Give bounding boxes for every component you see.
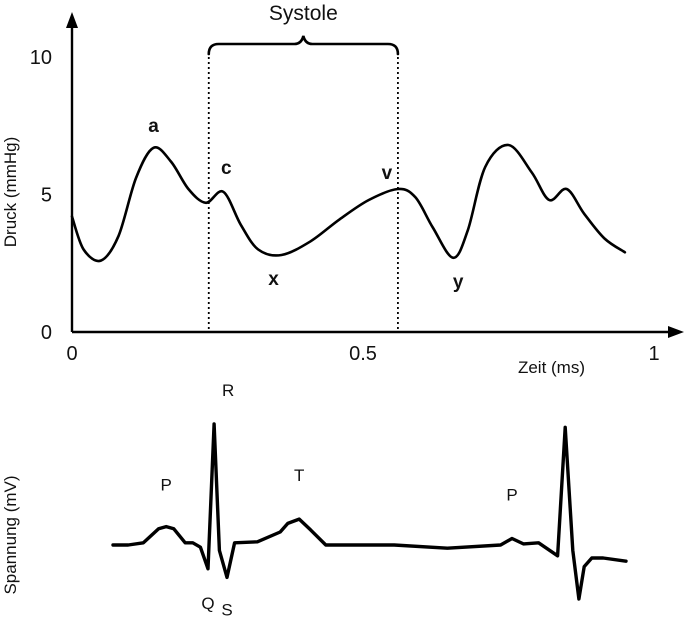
pressure-y-axis-label: Druck (mmHg) xyxy=(1,137,20,248)
ecg-chart: Spannung (mV) P Q R S T P xyxy=(1,381,628,619)
systole-bracket xyxy=(207,35,400,56)
ecg-wave-label-Q: Q xyxy=(201,594,214,613)
ecg-wave-label-P: P xyxy=(161,476,172,495)
ecg-wave-label-R: R xyxy=(222,381,234,400)
pressure-x-tick-label: 0.5 xyxy=(349,343,377,365)
pressure-wave-label-c: c xyxy=(221,158,232,179)
pressure-y-tick-label: 10 xyxy=(30,47,52,69)
pressure-y-axis-arrow xyxy=(66,12,78,28)
ecg-wave-label-S: S xyxy=(221,600,232,619)
pressure-wave-label-a: a xyxy=(148,116,159,137)
pressure-y-tick-label: 5 xyxy=(41,185,52,207)
pressure-wave-labels: a c x v y xyxy=(148,116,464,293)
ecg-wave-label-T: T xyxy=(294,466,304,485)
ecg-wave-labels: P Q R S T P xyxy=(161,381,518,619)
pressure-wave-label-v: v xyxy=(382,163,393,184)
ecg-wave-label-P: P xyxy=(506,486,517,505)
systole-label: Systole xyxy=(269,2,338,25)
pressure-x-axis-arrow xyxy=(668,326,684,338)
pressure-x-tick-label: 1 xyxy=(648,343,659,365)
pressure-x-axis-label: Zeit (ms) xyxy=(518,358,585,377)
pressure-y-tick-labels: 0 5 10 xyxy=(30,47,52,344)
pressure-y-tick-label: 0 xyxy=(41,322,52,344)
pressure-x-tick-label: 0 xyxy=(66,343,77,365)
pressure-wave-label-y: y xyxy=(453,272,464,293)
pressure-wave-label-x: x xyxy=(268,269,279,290)
ecg-y-axis-label: Spannung (mV) xyxy=(1,475,20,594)
pressure-curve-line xyxy=(70,143,627,263)
ecg-trace-line xyxy=(111,422,628,601)
